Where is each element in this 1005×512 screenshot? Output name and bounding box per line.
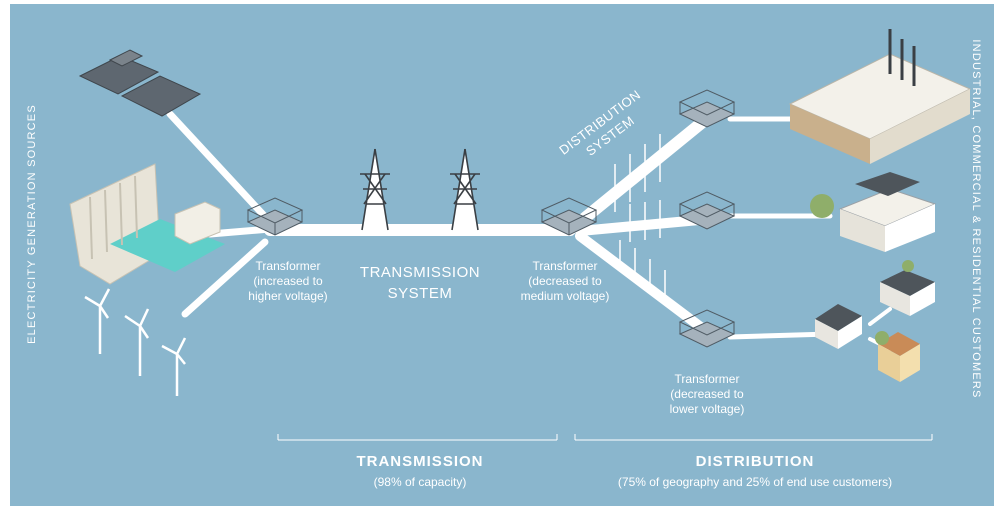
transformer-upper	[678, 89, 736, 128]
distribution-note: (75% of geography and 25% of end use cus…	[617, 475, 893, 489]
solar-panel	[78, 55, 160, 95]
transformers	[246, 89, 736, 348]
tower-2	[450, 148, 480, 231]
houses	[815, 260, 935, 382]
transformer-step-up-label: Transformer (increased to higher voltage…	[248, 259, 328, 303]
solar-panel	[108, 49, 144, 67]
house-a	[815, 304, 862, 349]
distribution-line-lower	[575, 231, 715, 339]
hydro-dam	[69, 163, 225, 285]
grid-illustration	[69, 29, 972, 441]
transformer-medium-label: Transformer (decreased to medium voltage…	[520, 259, 610, 303]
tower-1	[360, 148, 390, 231]
transmission-system-label: TRANSMISSION SYSTEM	[359, 264, 481, 302]
generation-sources-label: ELECTRICITY GENERATION SOURCES	[26, 104, 38, 344]
solar-panel	[120, 75, 202, 117]
transformer-medium	[540, 197, 598, 236]
house-b	[880, 260, 935, 316]
diagram-panel: ELECTRICITY GENERATION SOURCES INDUSTRIA…	[10, 4, 994, 506]
transformer-step-up	[246, 197, 304, 236]
feeder-house-a	[868, 307, 892, 326]
distribution-poles	[614, 134, 666, 302]
factory	[788, 29, 972, 164]
transformer-low-label: Transformer (decreased to lower voltage)	[669, 372, 745, 416]
transmission-title: TRANSMISSION	[356, 453, 484, 470]
commercial-building	[810, 172, 937, 252]
customers-label: INDUSTRIAL, COMMERCIAL & RESIDENTIAL CUS…	[970, 39, 982, 399]
distribution-footer: DISTRIBUTION (75% of geography and 25% o…	[570, 453, 940, 489]
footer-brackets	[277, 434, 933, 441]
transmission-note: (98% of capacity)	[373, 475, 467, 489]
distribution-line-upper	[569, 110, 716, 232]
solar-feed-line	[166, 110, 274, 226]
solar-array	[78, 49, 202, 117]
transformer-middle	[678, 191, 736, 230]
transmission-footer: TRANSMISSION (98% of capacity)	[320, 453, 520, 489]
feeder-residential	[727, 331, 833, 340]
wind-feed-line	[181, 238, 269, 318]
house-c	[875, 331, 920, 382]
transmission-towers	[360, 148, 480, 231]
transformer-low	[678, 309, 736, 348]
hydro-feed-line	[206, 225, 274, 238]
distribution-title: DISTRIBUTION	[695, 453, 815, 470]
wind-turbines	[84, 288, 187, 396]
